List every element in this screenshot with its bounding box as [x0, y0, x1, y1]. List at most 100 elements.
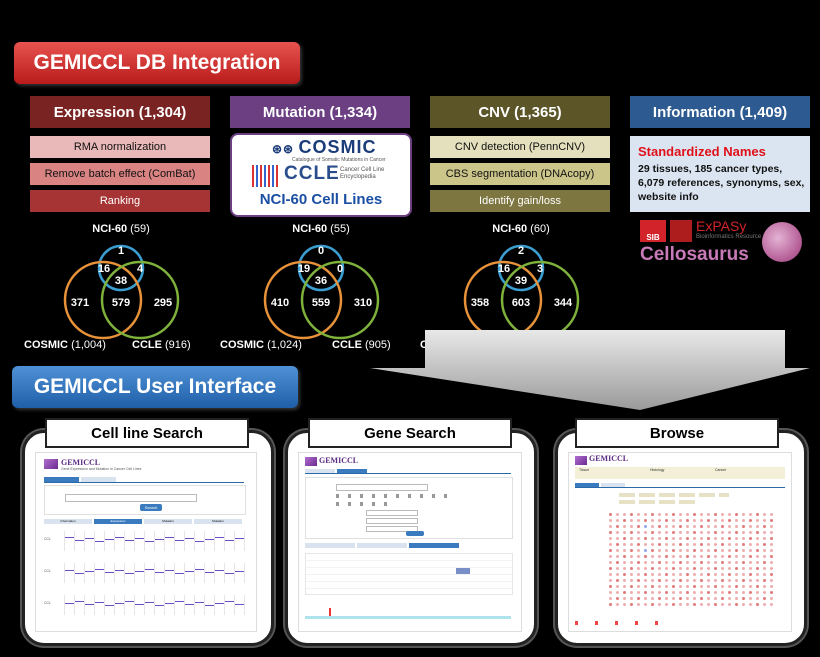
information-header: Information (1,409) [630, 96, 810, 128]
search-input[interactable] [65, 494, 197, 502]
grid-dot [763, 567, 766, 570]
grid-dot [700, 561, 703, 564]
grid-dot [707, 603, 710, 606]
grid-dot [686, 513, 689, 516]
grid-dot [770, 519, 773, 522]
grid-dot [707, 597, 710, 600]
venn-value-all: 39 [515, 275, 527, 287]
grid-dot [714, 519, 717, 522]
mutation-logo-box: ⊛⊛ COSMIC Catalogue of Somatic Mutations… [230, 133, 412, 217]
venn-value-nci60-only: 1 [118, 245, 124, 257]
grid-dot [728, 525, 731, 528]
grid-dot [756, 591, 759, 594]
tab-cnv[interactable] [601, 483, 625, 487]
tab-expression[interactable] [305, 543, 355, 548]
grid-dot [672, 567, 675, 570]
cnv-step-cbs: CBS segmentation (DNAcopy) [430, 163, 610, 185]
tab-inactive[interactable] [305, 469, 335, 473]
grid-dot [665, 561, 668, 564]
level-buttons[interactable] [619, 500, 699, 504]
venn-value-cosmic-ccle: 579 [112, 297, 130, 309]
grid-dot [749, 549, 752, 552]
tab-information[interactable]: Information [44, 519, 92, 524]
tab-inactive[interactable] [81, 477, 116, 482]
tab-mutation[interactable]: Mutation [144, 519, 192, 524]
grid-dot [658, 531, 661, 534]
grid-dot [623, 573, 626, 576]
grid-dot [742, 561, 745, 564]
result-tabs [305, 543, 511, 548]
gene-type-buttons[interactable] [619, 493, 729, 497]
range-select[interactable] [366, 510, 418, 516]
option-select[interactable] [366, 518, 418, 524]
expression-header: Expression (1,304) [30, 96, 210, 128]
cosmic-logo-subtitle: Catalogue of Somatic Mutations in Cancer [292, 157, 386, 163]
search-button[interactable]: Search [140, 504, 162, 511]
grid-dot [742, 549, 745, 552]
grid-dot [714, 591, 717, 594]
filter-tissue-label: Tissue [579, 468, 590, 472]
gene-keyword-input[interactable] [336, 484, 428, 491]
grid-dot [609, 579, 612, 582]
grid-dot [672, 549, 675, 552]
grid-dot [742, 513, 745, 516]
cnv-step-gain-loss: Identify gain/loss [430, 190, 610, 212]
track-line [215, 603, 224, 604]
tab-cnv[interactable]: Mutation [194, 519, 242, 524]
grid-dot [742, 543, 745, 546]
grid-dot [637, 567, 640, 570]
grid-dot [651, 555, 654, 558]
venn-value-ccle-only: 344 [554, 297, 573, 309]
grid-dot [693, 585, 696, 588]
tissue-checkboxes[interactable] [336, 494, 456, 498]
tab-expression[interactable]: Expression [94, 519, 142, 524]
tab-active[interactable] [337, 469, 367, 473]
grid-dot [700, 579, 703, 582]
track-line [195, 602, 204, 603]
grid-dot [693, 555, 696, 558]
grid-dot [714, 549, 717, 552]
cosmic-logo: ⊛⊛ COSMIC [272, 137, 377, 157]
tab-mutation[interactable] [357, 543, 407, 548]
tab-active[interactable] [44, 477, 79, 482]
grid-dot [770, 525, 773, 528]
grid-dot [742, 525, 745, 528]
result-table [305, 553, 513, 595]
grid-dot [665, 513, 668, 516]
type-checkboxes[interactable] [336, 502, 396, 506]
grid-dot [672, 573, 675, 576]
tab-cnv[interactable] [409, 543, 459, 548]
grid-dot [756, 603, 759, 606]
grid-dot [679, 555, 682, 558]
grid-dot [609, 585, 612, 588]
grid-dot [749, 543, 752, 546]
user-interface-banner: GEMICCL User Interface [12, 366, 298, 408]
tab-mutation[interactable] [575, 483, 599, 487]
grid-dot [623, 525, 626, 528]
level-select[interactable] [366, 526, 418, 532]
grid-dot [763, 603, 766, 606]
track-cell [234, 531, 245, 551]
grid-dot [686, 597, 689, 600]
venn-value-nci60-only: 0 [318, 245, 324, 257]
result-tabs: Information Expression Mutation Mutation [44, 519, 244, 524]
track-line [235, 571, 244, 572]
grid-dot [721, 531, 724, 534]
grid-dot [749, 531, 752, 534]
venn-circle-nci60 [97, 244, 145, 292]
grid-dot [686, 567, 689, 570]
grid-dot [609, 567, 612, 570]
grid-dot [728, 603, 731, 606]
grid-dot [637, 597, 640, 600]
grid-dot [658, 579, 661, 582]
grid-dot [714, 525, 717, 528]
track-line [155, 539, 164, 540]
browse-button[interactable] [456, 568, 470, 574]
grid-dot [756, 567, 759, 570]
grid-dot [742, 591, 745, 594]
grid-dot [742, 537, 745, 540]
gene-search-button[interactable] [406, 531, 424, 536]
grid-dot [700, 519, 703, 522]
track-line [75, 601, 84, 602]
grid-dot [623, 513, 626, 516]
